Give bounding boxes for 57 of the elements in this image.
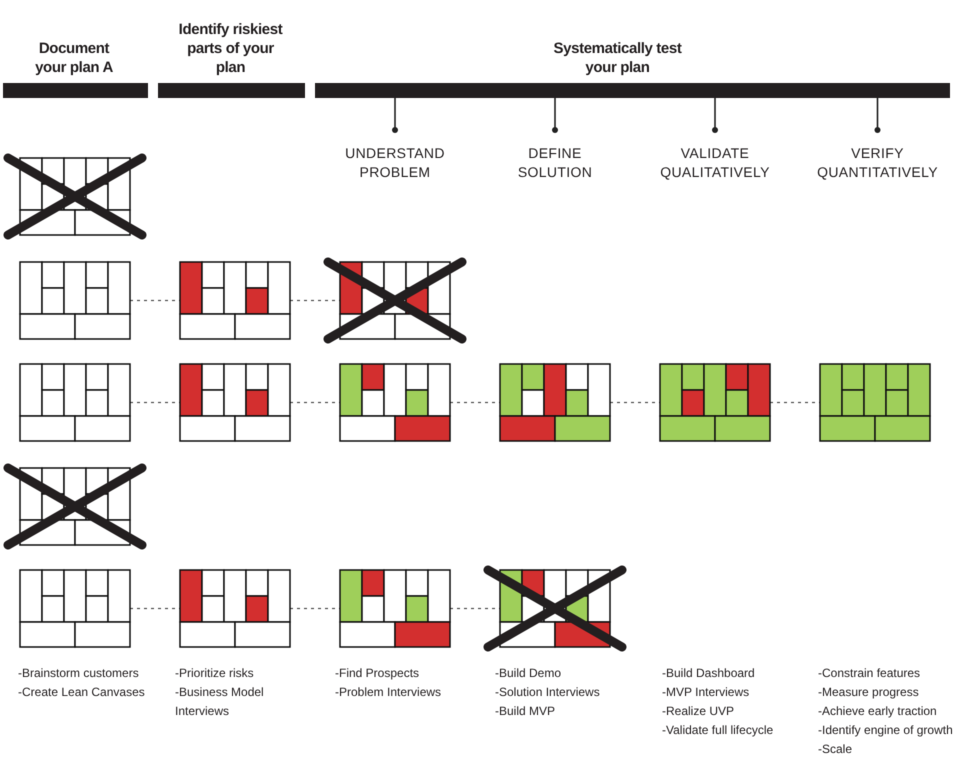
activity-note: -Build Demo bbox=[495, 665, 562, 682]
activity-note: -Brainstorm customers bbox=[18, 665, 140, 682]
dotted-connector bbox=[130, 402, 180, 404]
stage-bar bbox=[315, 83, 950, 98]
dotted-connector bbox=[290, 402, 340, 404]
activity-note: -Achieve early traction bbox=[818, 703, 938, 720]
activity-note: -Identify engine of growth bbox=[818, 722, 954, 739]
connector-line bbox=[874, 98, 880, 133]
canvas-drawing bbox=[180, 570, 290, 647]
phase-label: DEFINE SOLUTION bbox=[516, 144, 594, 182]
stage-bar bbox=[158, 83, 305, 98]
crossed-out-canvas-drawing bbox=[322, 256, 468, 345]
canvas-drawing bbox=[20, 570, 130, 647]
activity-note: -MVP Interviews bbox=[662, 684, 750, 701]
connector-line bbox=[712, 98, 718, 133]
stage-heading: Identify riskiest parts of your plan bbox=[178, 20, 284, 77]
stage-bar bbox=[3, 83, 148, 98]
phase-label: VERIFY QUANTITATIVELY bbox=[816, 144, 939, 182]
canvas-drawing bbox=[340, 364, 450, 441]
dotted-connector bbox=[450, 402, 500, 404]
activity-note: -Build Dashboard bbox=[662, 665, 756, 682]
canvas-drawing bbox=[180, 262, 290, 339]
dotted-connector bbox=[290, 300, 340, 302]
activity-note: -Validate full lifecycle bbox=[662, 722, 774, 739]
canvas-drawing bbox=[660, 364, 770, 441]
activity-note: -Build MVP bbox=[495, 703, 556, 720]
phase-label: UNDERSTAND PROBLEM bbox=[344, 144, 446, 182]
canvas-drawing bbox=[340, 570, 450, 647]
dotted-connector bbox=[450, 608, 500, 610]
canvas-drawing bbox=[180, 364, 290, 441]
canvas-drawing bbox=[20, 262, 130, 339]
canvas-drawing bbox=[820, 364, 930, 441]
activity-note: -Business Model Interviews bbox=[175, 684, 265, 720]
phase-label: VALIDATE QUALITATIVELY bbox=[659, 144, 771, 182]
connector-line bbox=[392, 98, 398, 133]
crossed-out-canvas-drawing bbox=[2, 462, 148, 551]
dotted-connector bbox=[290, 608, 340, 610]
connector-line bbox=[552, 98, 558, 133]
dotted-connector bbox=[130, 300, 180, 302]
activity-note: -Measure progress bbox=[818, 684, 920, 701]
activity-note: -Find Prospects bbox=[335, 665, 420, 682]
canvas-drawing bbox=[20, 364, 130, 441]
crossed-out-canvas-drawing bbox=[482, 564, 628, 653]
dotted-connector bbox=[610, 402, 660, 404]
stage-heading: Systematically test your plan bbox=[552, 39, 683, 77]
dotted-connector bbox=[770, 402, 820, 404]
activity-note: -Scale bbox=[818, 741, 854, 758]
activity-note: -Realize UVP bbox=[662, 703, 736, 720]
canvas-drawing bbox=[500, 364, 610, 441]
stage-heading: Document your plan A bbox=[34, 39, 114, 77]
activity-note: -Problem Interviews bbox=[335, 684, 442, 701]
activity-note: -Solution Interviews bbox=[495, 684, 601, 701]
activity-note: -Prioritize risks bbox=[175, 665, 255, 682]
activity-note: -Create Lean Canvases bbox=[18, 684, 146, 701]
dotted-connector bbox=[130, 608, 180, 610]
crossed-out-canvas-drawing bbox=[2, 152, 148, 241]
activity-note: -Constrain features bbox=[818, 665, 922, 682]
